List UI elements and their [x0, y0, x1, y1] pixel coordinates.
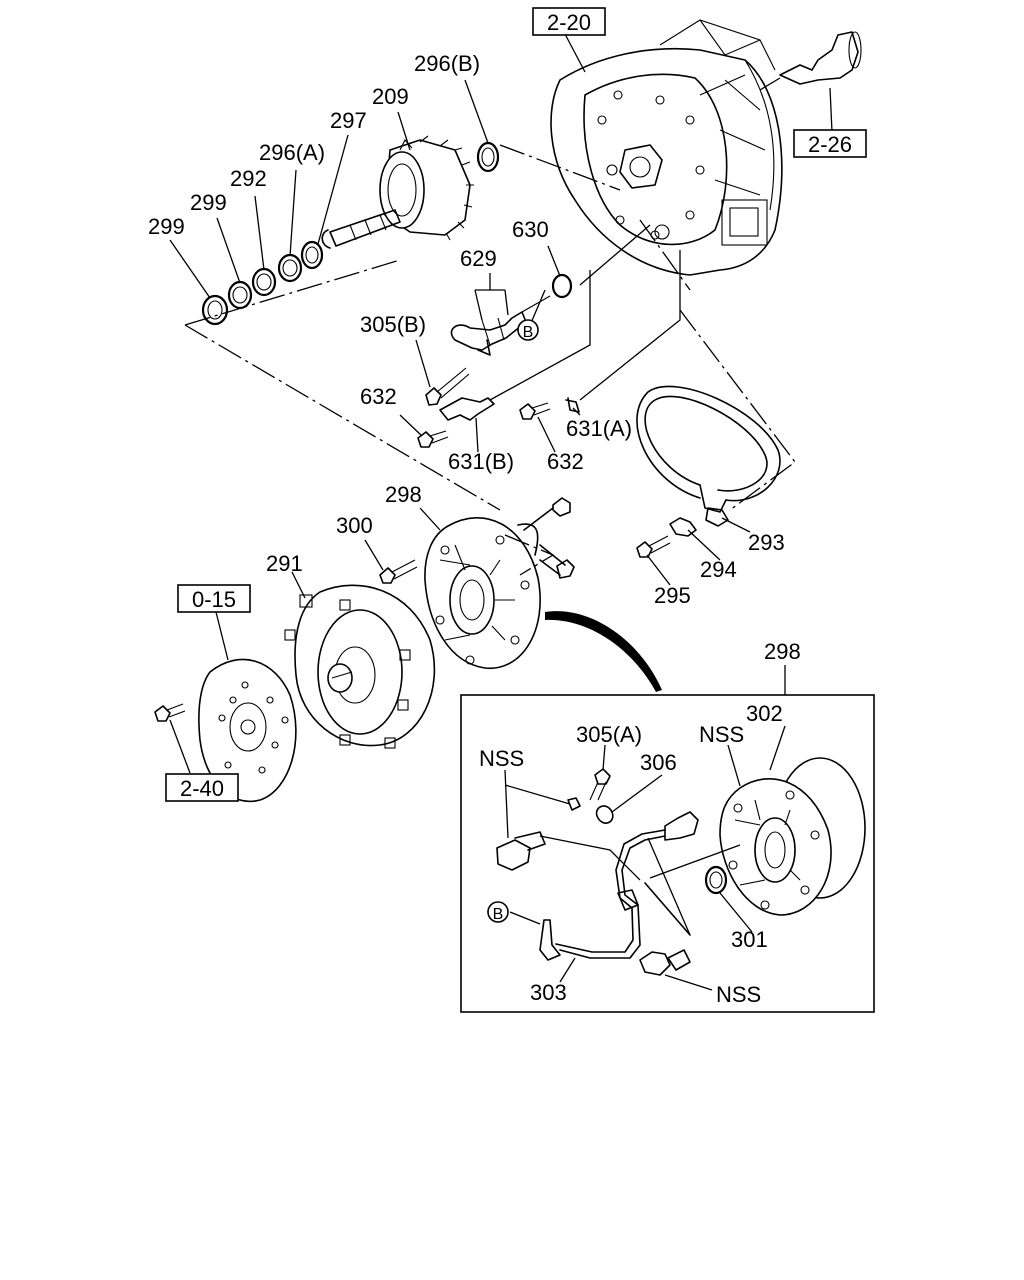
label-leaders: [169, 33, 833, 991]
ref-2-26-label: 2-26: [808, 132, 852, 157]
part-label-301: 301: [731, 927, 768, 952]
oil-pump-298: [424, 497, 575, 669]
part-label-nss-bottom: NSS: [716, 982, 761, 1007]
part-label-292: 292: [230, 166, 267, 191]
output-shaft: [759, 31, 862, 91]
bolt-305a: [567, 768, 611, 811]
bolt-632-left: [417, 430, 449, 448]
part-label-298: 298: [385, 482, 422, 507]
part-label-209: 209: [372, 84, 409, 109]
ref-0-15-label: 0-15: [192, 587, 236, 612]
part-label-302: 302: [746, 701, 783, 726]
assembly-lines: [184, 144, 796, 576]
part-label-632-left: 632: [360, 384, 397, 409]
callout-b-detail-label: B: [493, 906, 504, 923]
clip-631a: [565, 397, 580, 413]
ref-2-40-label: 2-40: [180, 776, 224, 801]
bolt-300: [379, 559, 418, 584]
shaft-209: [321, 135, 474, 249]
part-label-632-right: 632: [547, 449, 584, 474]
ref-box-2-20: [532, 7, 606, 36]
part-label-303: 303: [530, 980, 567, 1005]
ref-box-2-40: [165, 773, 239, 802]
seal-rings: [201, 141, 500, 326]
part-label-296a: 296(A): [259, 140, 325, 165]
sensor-629: [450, 295, 551, 356]
ring-630: [551, 273, 573, 299]
part-label-630: 630: [512, 217, 549, 242]
part-label-291: 291: [266, 551, 303, 576]
part-label-nss-left: NSS: [479, 746, 524, 771]
ref-box-2-26: [793, 129, 867, 158]
bolt-305b: [425, 367, 470, 406]
transmission-case: [550, 19, 783, 276]
part-label-299-lower: 299: [148, 214, 185, 239]
bracket-631b: [439, 397, 495, 421]
callout-b-upper: [517, 319, 539, 341]
part-label-294: 294: [700, 557, 737, 582]
harness-303: [496, 811, 741, 976]
part-label-631a: 631(A): [566, 416, 632, 441]
strut-294: [669, 517, 697, 537]
part-label-305a: 305(A): [576, 722, 642, 747]
part-label-306: 306: [640, 750, 677, 775]
bolt-295: [636, 535, 671, 558]
part-label-298-detail: 298: [764, 639, 801, 664]
part-label-nss-top: NSS: [699, 722, 744, 747]
brake-band-293: [636, 385, 781, 527]
part-label-297: 297: [330, 108, 367, 133]
callout-b-upper-label: B: [523, 324, 534, 341]
part-label-296b: 296(B): [414, 51, 480, 76]
part-label-305b: 305(B): [360, 312, 426, 337]
seal-301: [704, 865, 728, 895]
part-label-631b: 631(B): [448, 449, 514, 474]
detail-pump: [719, 757, 866, 916]
part-label-293: 293: [748, 530, 785, 555]
callout-b-detail: [487, 901, 509, 923]
ref-box-0-15: [177, 584, 251, 613]
flex-plate: [198, 658, 297, 803]
detail-arrow: [545, 611, 662, 692]
part-label-299-upper: 299: [190, 190, 227, 215]
part-label-295: 295: [654, 583, 691, 608]
part-label-629: 629: [460, 246, 497, 271]
ref-2-20-label: 2-20: [547, 10, 591, 35]
torque-converter-291: [284, 584, 436, 749]
part-label-300: 300: [336, 513, 373, 538]
flex-plate-bolt: [154, 703, 186, 722]
bolt-632-right: [519, 402, 551, 420]
